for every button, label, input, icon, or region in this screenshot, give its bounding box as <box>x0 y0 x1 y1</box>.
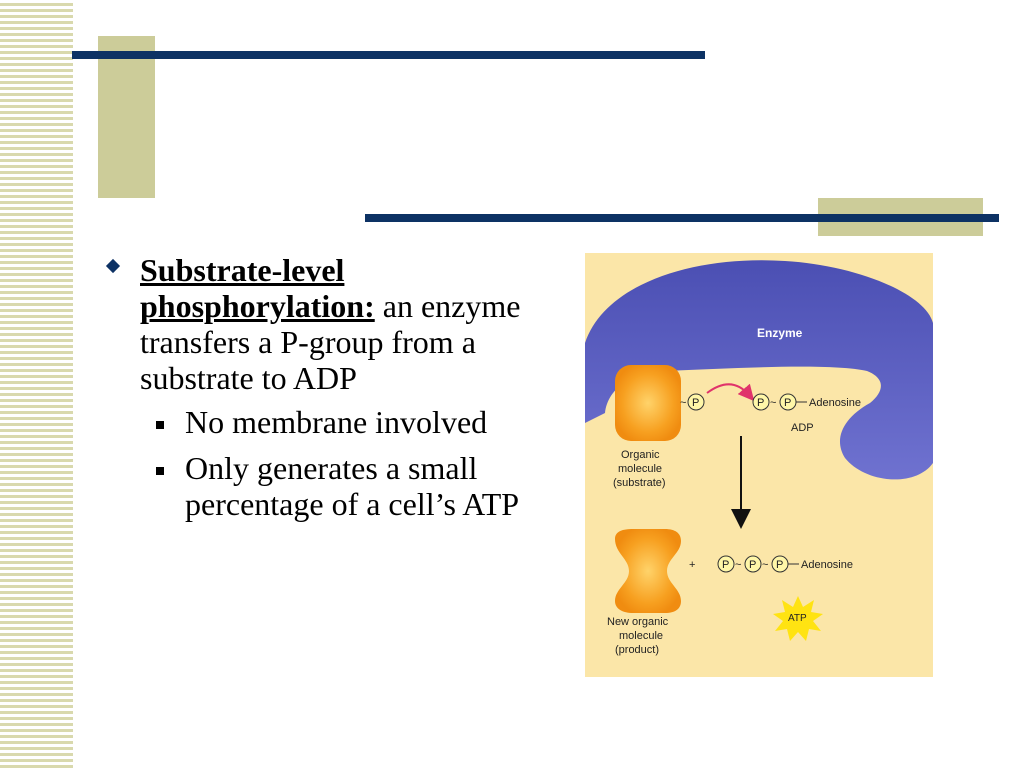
substrate-caption-line: molecule <box>618 463 662 475</box>
enzyme-shape <box>585 260 933 480</box>
diamond-bullet-icon <box>105 258 121 274</box>
plus-sign: + <box>689 559 695 571</box>
navy-rule-top <box>72 51 705 59</box>
substrate-molecule <box>615 365 681 441</box>
tilde-icon: ~ <box>770 397 776 409</box>
transfer-arrow-icon <box>706 383 755 402</box>
main-bullet: Substrate-level phosphorylation: an enzy… <box>105 252 525 396</box>
phosphate-label: P <box>749 559 756 571</box>
enzyme-label: Enzyme <box>757 326 803 340</box>
phosphate-label: P <box>776 559 783 571</box>
tilde-icon: ~ <box>680 397 686 409</box>
phosphate-label: P <box>784 397 791 409</box>
phosphate-label: P <box>722 559 729 571</box>
slide-body: Substrate-level phosphorylation: an enzy… <box>105 252 525 532</box>
phosphate-icon <box>744 555 762 573</box>
phosphate-icon <box>752 393 770 411</box>
definition-text: an enzyme transfers a P-group from a sub… <box>140 288 521 396</box>
substrate-caption-line: (substrate) <box>613 477 666 489</box>
sub-bullet-text: Only generates a small percentage of a c… <box>185 450 520 522</box>
sub-bullet: No membrane involved <box>105 404 525 440</box>
product-caption-line: molecule <box>619 630 663 642</box>
phosphate-icon <box>687 393 705 411</box>
sub-bullet-text: No membrane involved <box>185 404 488 440</box>
product-molecule <box>615 529 681 613</box>
phosphate-label: P <box>757 397 764 409</box>
product-caption-line: New organic <box>607 616 669 628</box>
substrate-caption-line: Organic <box>621 449 660 461</box>
phosphate-icon <box>717 555 735 573</box>
sub-bullet: Only generates a small percentage of a c… <box>105 450 525 522</box>
atp-label: ATP <box>788 613 807 624</box>
term-heading: Substrate-level phosphorylation: <box>140 252 375 324</box>
adp-label: ADP <box>791 422 814 434</box>
atp-star-icon <box>773 596 823 641</box>
sub-bullet-list: No membrane involved Only generates a sm… <box>105 404 525 522</box>
product-caption-line: (product) <box>615 644 659 656</box>
navy-rule-middle <box>365 214 999 222</box>
tilde-icon: ~ <box>762 559 768 571</box>
phosphate-label: P <box>692 397 699 409</box>
adenosine-label: Adenosine <box>801 559 853 571</box>
tilde-icon: ~ <box>735 559 741 571</box>
square-bullet-icon <box>156 421 164 429</box>
adenosine-label: Adenosine <box>809 397 861 409</box>
left-stripe-decoration <box>0 0 73 768</box>
square-bullet-icon <box>156 467 164 475</box>
tan-accent-block-top <box>98 36 155 198</box>
phosphorylation-diagram: Enzyme ~ P P ~ P Adenosine ADP Organic m… <box>585 253 933 677</box>
